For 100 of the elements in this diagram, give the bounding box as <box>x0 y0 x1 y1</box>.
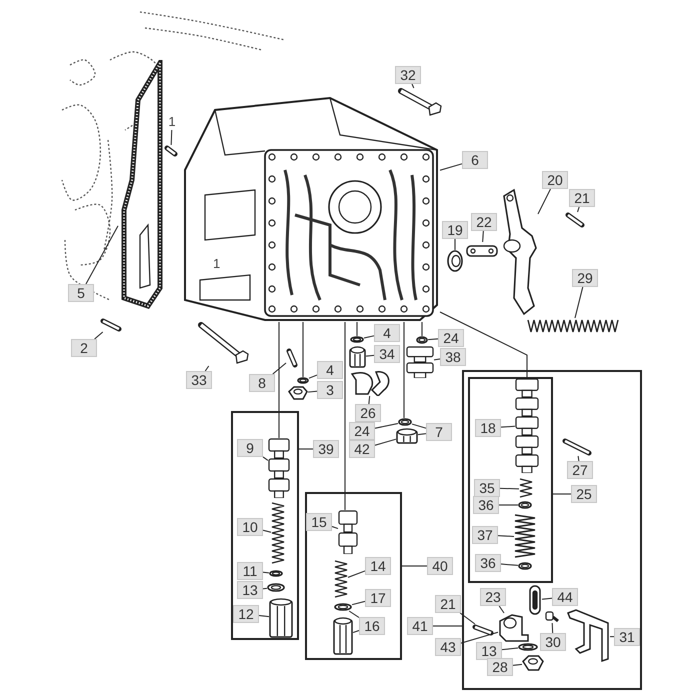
leader-line <box>332 526 338 530</box>
leader-line <box>428 338 438 340</box>
leader-line <box>578 456 580 462</box>
link-drawing <box>528 585 542 615</box>
callout-number: 23 <box>480 588 506 606</box>
leader-line <box>512 664 522 666</box>
assembly-frame <box>305 492 402 660</box>
spring-drawing <box>334 560 348 600</box>
callout-number: 24 <box>349 422 375 440</box>
leader-line <box>500 426 516 428</box>
callout-number: 19 <box>442 221 468 239</box>
callout-number: 13 <box>237 581 263 599</box>
leader-line <box>440 163 462 171</box>
leader-line <box>272 362 286 374</box>
callout-number: 40 <box>427 557 453 575</box>
valve-drawing <box>515 378 539 473</box>
washer-drawing <box>398 418 412 426</box>
leader-line <box>262 572 270 574</box>
leader-line <box>482 230 484 242</box>
valve-drawing <box>268 438 290 498</box>
nut-drawing <box>522 655 544 671</box>
leader-line <box>308 390 318 393</box>
callout-number: 37 <box>472 526 498 544</box>
callout-number: 10 <box>237 518 263 536</box>
leader-line <box>298 448 314 450</box>
callout-number: 31 <box>614 628 640 646</box>
callout-number: 13 <box>476 642 502 660</box>
callout-number: 17 <box>365 589 391 607</box>
callout-number: 36 <box>473 496 499 514</box>
callout-number: 12 <box>233 605 259 623</box>
leader-line <box>262 530 272 533</box>
screw-drawing <box>545 611 559 623</box>
callout-number: 30 <box>540 633 566 651</box>
leader-line <box>262 456 268 461</box>
washer-drawing <box>416 336 428 344</box>
leader-line <box>577 206 580 212</box>
leader-line <box>374 438 396 446</box>
assembly-frame <box>231 411 299 640</box>
leader-line <box>418 433 426 436</box>
plug-drawing <box>333 617 353 655</box>
bolt-drawing <box>398 88 443 118</box>
bolt-drawing <box>198 322 250 366</box>
washer-drawing <box>518 643 538 651</box>
callout-number: 36 <box>475 554 501 572</box>
callout-number: 22 <box>471 213 497 231</box>
callout-number: 7 <box>426 423 452 441</box>
leader-line <box>170 130 172 146</box>
nut-drawing <box>288 386 308 400</box>
assembly-line <box>302 322 304 378</box>
leader-line <box>460 612 476 624</box>
leader-line <box>454 238 456 250</box>
plug-drawing <box>269 598 293 638</box>
callout-number: 20 <box>542 171 568 189</box>
assembly-frame <box>462 370 642 690</box>
leader-line <box>308 374 318 379</box>
callout-number: 35 <box>474 479 500 497</box>
pin-drawing <box>286 348 298 368</box>
spring-drawing <box>519 478 533 500</box>
callout-number: 34 <box>374 345 400 363</box>
assembly-line <box>356 322 358 336</box>
leader-line <box>258 614 270 618</box>
callout-number: 43 <box>435 638 461 656</box>
callout-number: 24 <box>438 329 464 347</box>
callout-number: 15 <box>306 513 332 531</box>
leader-line <box>412 84 414 88</box>
leader-line <box>366 354 374 357</box>
callout-number: 9 <box>237 439 263 457</box>
callout-number: 38 <box>440 348 466 366</box>
callout-number: 21 <box>435 595 461 613</box>
leader-line <box>552 622 554 634</box>
washer-drawing <box>269 570 283 577</box>
leader-line <box>502 648 518 650</box>
spring-drawing <box>271 502 285 566</box>
leader-line <box>498 535 514 537</box>
callout-number: 27 <box>567 461 593 479</box>
callout-number: 8 <box>249 374 275 392</box>
leader-line <box>204 366 210 372</box>
plug-drawing <box>396 428 418 444</box>
leader-line <box>352 600 366 606</box>
leader-line <box>498 606 505 614</box>
callout-number: 1 <box>166 114 178 130</box>
callout-number: 33 <box>186 371 212 389</box>
assembly-frame <box>468 377 553 583</box>
assembly-line <box>344 322 346 510</box>
callout-number: 5 <box>68 284 94 302</box>
callout-number: 14 <box>365 557 391 575</box>
leader-line <box>412 424 426 429</box>
washer-drawing <box>297 377 309 384</box>
washer-drawing <box>518 501 532 509</box>
leader-line <box>368 396 370 404</box>
callout-number: 4 <box>374 324 400 342</box>
plug-drawing <box>349 346 366 368</box>
leader-line <box>364 335 374 338</box>
callout-number: 41 <box>407 617 433 635</box>
leader-line <box>498 504 518 506</box>
callout-number: 44 <box>552 588 578 606</box>
pin-drawing <box>100 318 122 332</box>
pin-drawing <box>164 145 178 157</box>
clip-drawing <box>566 609 610 663</box>
assembly-line <box>278 322 280 438</box>
